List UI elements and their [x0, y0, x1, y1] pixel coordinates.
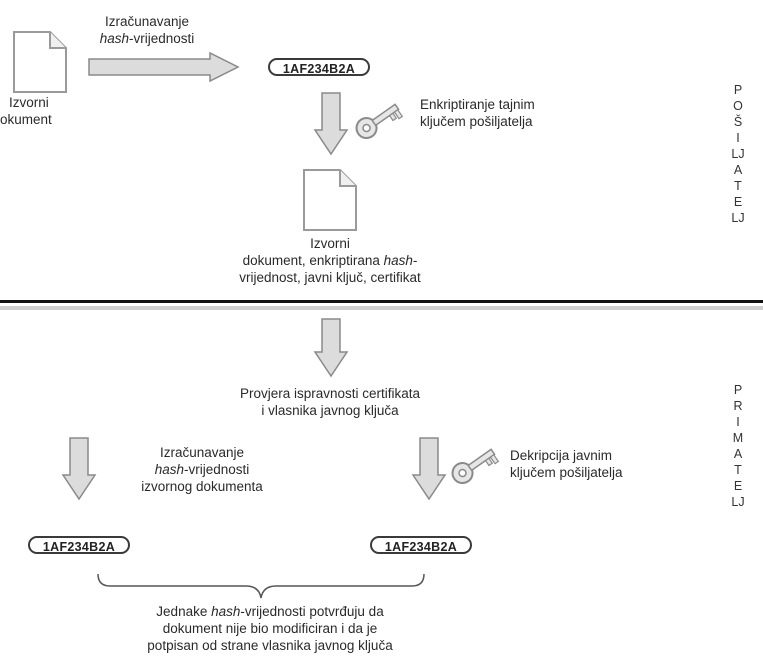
verify-certificate-label: Provjera ispravnosti certifikata i vlasn… [239, 386, 421, 418]
conclusion-label: Jednake hash-vrijednosti potvrđuju da do… [147, 604, 393, 653]
key-icon [355, 103, 404, 140]
encrypt-label: Enkriptiranje tajnim ključem pošiljatelj… [420, 97, 535, 129]
decrypt-label: Dekripcija javnim ključem pošiljatelja [510, 448, 623, 480]
sender-hash-value: 1AF234B2A [268, 58, 370, 76]
decrypted-hash-value: 1AF234B2A [370, 536, 472, 554]
section-divider-shadow [0, 306, 763, 310]
decrypt-down-arrow [411, 437, 447, 501]
comparison-brace [97, 573, 425, 599]
key-icon [451, 448, 500, 485]
compute-hash-arrow [88, 51, 240, 83]
source-document-icon [13, 31, 67, 93]
compute-hash-down-arrow [61, 437, 97, 501]
source-document-label: Izvorni okument [0, 95, 52, 127]
verify-arrow [313, 318, 349, 378]
bundle-document-icon [303, 169, 357, 231]
receiver-compute-hash-label: Izračunavanje hash-vrijednosti izvornog … [141, 445, 263, 494]
encrypt-arrow [313, 92, 349, 156]
compute-hash-label: Izračunavanje hash-vrijednosti [99, 14, 195, 46]
computed-hash-value: 1AF234B2A [28, 536, 130, 554]
signed-bundle-label: Izvorni dokument, enkriptirana hash- vri… [239, 236, 421, 285]
receiver-side-label: P R I M A T E LJ [731, 383, 745, 509]
section-divider [0, 300, 763, 303]
sender-side-label: P O Š I LJ A T E LJ [731, 83, 745, 225]
